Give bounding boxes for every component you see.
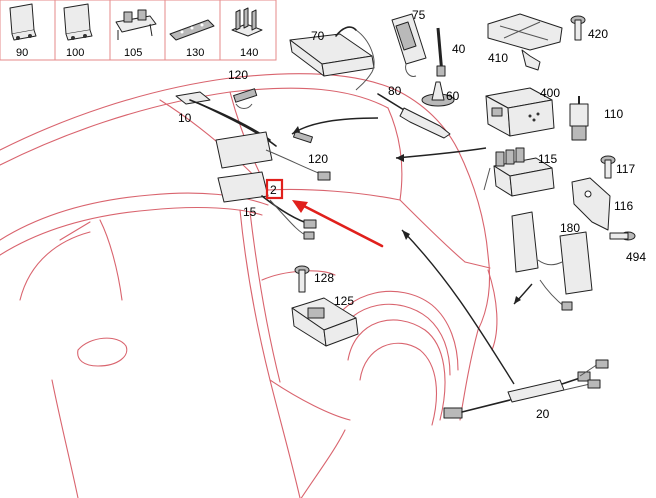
label-180: 180	[560, 221, 580, 235]
label-120-upper: 120	[228, 68, 248, 82]
part-400[interactable]: 400	[485, 86, 560, 137]
thumbnail-90[interactable]: 90	[0, 0, 56, 61]
part-494[interactable]: 494	[609, 231, 646, 264]
label-60: 60	[446, 89, 460, 103]
label-40: 40	[452, 42, 466, 56]
part-120-middle[interactable]: 120	[293, 130, 329, 166]
label-116: 116	[614, 199, 633, 213]
part-40[interactable]: 40	[436, 27, 466, 77]
thumbnail-105-label: 105	[124, 47, 142, 59]
highlight-box	[265, 178, 284, 200]
label-15: 15	[243, 205, 257, 219]
part-117[interactable]: 117	[600, 155, 635, 179]
label-125: 125	[334, 294, 354, 308]
thumbnail-140-label: 140	[240, 47, 258, 59]
part-70[interactable]: 70	[289, 26, 375, 91]
thumbnail-100[interactable]: 100	[54, 0, 111, 61]
part-420[interactable]: 420	[570, 15, 608, 41]
label-20: 20	[536, 407, 550, 421]
part-120-upper[interactable]: 120	[228, 68, 258, 109]
part-116[interactable]: 116	[571, 177, 633, 231]
thumbnail-90-label: 90	[16, 47, 28, 59]
label-400: 400	[540, 86, 560, 100]
part-128[interactable]: 128	[294, 265, 334, 293]
label-80: 80	[388, 84, 402, 98]
thumbnail-130[interactable]: 130	[164, 0, 221, 61]
part-20[interactable]: 20	[443, 359, 609, 421]
label-420: 420	[588, 27, 608, 41]
highlight-callout-2[interactable]: 2	[265, 178, 284, 200]
label-75: 75	[412, 8, 426, 22]
part-15[interactable]: 15	[217, 171, 317, 240]
label-410: 410	[488, 51, 508, 65]
label-110: 110	[604, 107, 623, 121]
label-2: 2	[270, 183, 277, 197]
thumbnail-130-label: 130	[186, 47, 204, 59]
label-120-middle: 120	[308, 152, 328, 166]
part-110[interactable]: 110	[569, 96, 623, 141]
part-180[interactable]: 180	[511, 211, 593, 311]
part-60[interactable]: 60	[421, 81, 460, 107]
highlight-arrow	[292, 200, 384, 248]
part-80[interactable]: 80	[377, 84, 451, 139]
thumbnail-105[interactable]: 105	[109, 0, 166, 61]
direction-arrows	[291, 117, 533, 385]
label-115: 115	[538, 152, 557, 166]
part-410[interactable]: 410	[487, 13, 563, 71]
label-70: 70	[311, 29, 325, 43]
part-125[interactable]: 125	[291, 294, 359, 347]
part-115[interactable]: 115	[483, 147, 557, 197]
part-75[interactable]: 75	[391, 8, 427, 77]
thumbnail-140[interactable]: 140	[219, 0, 277, 61]
thumbnail-100-label: 100	[66, 47, 84, 59]
label-494: 494	[626, 250, 646, 264]
label-128: 128	[314, 271, 334, 285]
thumbnail-strip: 90 100 105 130	[0, 0, 277, 61]
label-117: 117	[616, 162, 635, 176]
label-10: 10	[178, 111, 192, 125]
part-10[interactable]: 10	[175, 91, 331, 181]
